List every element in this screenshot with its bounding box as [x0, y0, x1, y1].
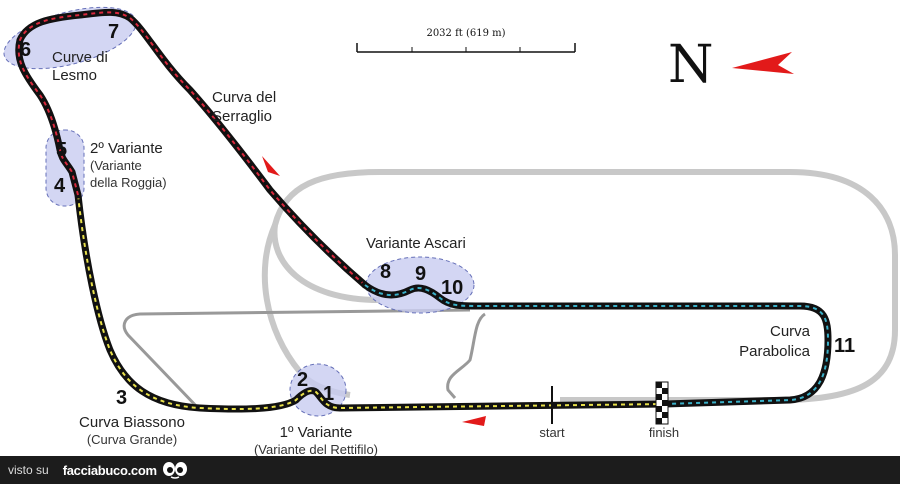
- label-rettifilo-line1: 1º Variante: [280, 424, 353, 441]
- corner-8: 8: [380, 261, 391, 283]
- label-start: start: [539, 425, 565, 440]
- direction-arrow-icon: [462, 416, 486, 426]
- inner-link: [446, 312, 486, 399]
- label-roggia-line1: 2º Variante: [90, 140, 163, 157]
- label-ascari: Variante Ascari: [366, 235, 466, 252]
- corner-7: 7: [108, 21, 119, 43]
- label-rettifilo-line2: (Variante del Rettifilo): [254, 442, 378, 457]
- label-lesmo-line1: Curve di: [52, 49, 108, 66]
- label-parabolica-line2: Parabolica: [739, 343, 811, 360]
- label-parabolica-line1: Curva: [770, 323, 811, 340]
- eyes-icon: [162, 461, 188, 479]
- label-roggia-line2: (Variante: [90, 158, 142, 173]
- label-lesmo-line2: Lesmo: [52, 67, 97, 84]
- corner-4: 4: [54, 175, 66, 197]
- corner-10: 10: [441, 277, 463, 299]
- corner-6: 6: [20, 39, 31, 61]
- junior-circuit: [122, 308, 471, 412]
- footer-prefix: visto su: [8, 463, 49, 477]
- scale-bar: 2032 ft (619 m): [356, 28, 576, 53]
- label-biassono-line2: (Curva Grande): [87, 432, 177, 447]
- corner-2: 2: [297, 369, 308, 391]
- label-biassono-line1: Curva Biassono: [79, 414, 185, 431]
- corner-9: 9: [415, 263, 426, 285]
- corner-11: 11: [834, 335, 855, 357]
- scale-label: 2032 ft (619 m): [426, 28, 505, 39]
- north-label: N: [668, 35, 714, 95]
- corner-1: 1: [323, 383, 334, 405]
- label-serraglio-line2: Serraglio: [212, 108, 272, 125]
- site-footer: visto su facciabuco.com: [0, 456, 900, 484]
- footer-site-link[interactable]: facciabuco.com: [62, 462, 157, 478]
- checkered-flag-icon: [655, 381, 669, 425]
- sector-3-dash: [364, 284, 830, 405]
- label-roggia-line3: della Roggia): [90, 175, 167, 190]
- oval-track: [271, 169, 898, 403]
- sector-1-dash: [77, 194, 666, 411]
- direction-arrow-icon: [262, 156, 280, 176]
- corner-5: 5: [56, 139, 67, 161]
- label-serraglio-line1: Curva del: [212, 89, 276, 106]
- sector-2-dash: [17, 11, 366, 286]
- corner-3: 3: [116, 387, 127, 409]
- north-arrow-icon: [732, 52, 794, 74]
- label-finish: finish: [649, 425, 679, 440]
